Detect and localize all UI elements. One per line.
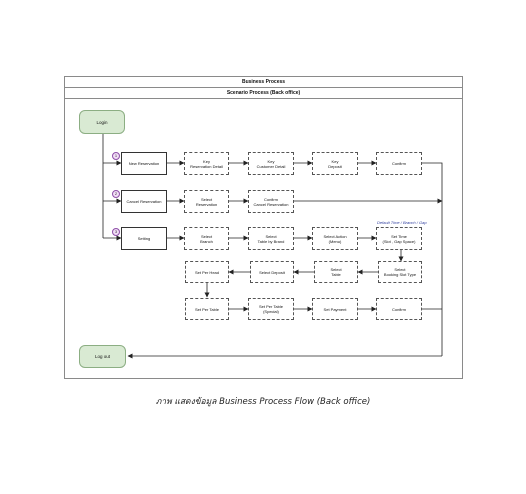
edge-r1-out <box>422 162 443 356</box>
node-select-branch: Select Branch <box>184 227 229 250</box>
node-select-deposit: Select Deposit <box>250 261 294 283</box>
node-setting: Setting <box>121 227 167 250</box>
diagram-frame: Business Process Scenario Process (Back … <box>64 76 463 379</box>
badge-3: 3 <box>112 228 120 236</box>
node-cancel-reservation: Cancel Reservation <box>121 190 167 213</box>
diagram-subtitle: Scenario Process (Back office) <box>65 88 462 99</box>
login-terminal: Login <box>79 110 125 134</box>
node-select-action: Select Action (Menu) <box>312 227 358 250</box>
node-set-payment: Set Payment <box>312 298 358 320</box>
node-select-reservation: Select Reservation <box>184 190 229 213</box>
node-key-customer-detail: Key Customer Detail <box>248 152 294 175</box>
default-time-note: Default Time / Branch / Gap <box>377 220 427 225</box>
node-new-reservation: New Reservation <box>121 152 167 175</box>
node-select-table: Select Table <box>314 261 358 283</box>
figure-caption: ภาพ แสดงข้อมูล Business Process Flow (Ba… <box>155 397 371 407</box>
node-confirm-cancel: Confirm Cancel Reservation <box>248 190 294 213</box>
badge-1: 1 <box>112 152 120 160</box>
node-set-per-table: Set Per Table <box>185 298 229 320</box>
node-select-table-by-brand: Select Table by Brand <box>248 227 294 250</box>
node-select-booking-slot-type: Select Booking Slot Type <box>378 261 422 283</box>
diagram-title: Business Process <box>65 77 462 88</box>
node-key-deposit: Key Deposit <box>312 152 358 175</box>
logout-terminal: Log out <box>79 345 126 368</box>
badge-2: 2 <box>112 190 120 198</box>
node-confirm-setting: Confirm <box>376 298 422 320</box>
node-confirm-reservation: Confirm <box>376 152 422 175</box>
node-set-time: Set Time (Slot , Gap Space) <box>376 227 422 250</box>
node-key-reservation-detail: Key Reservation Detail <box>184 152 229 175</box>
node-set-per-table-special: Set Per Table (Special) <box>248 298 294 320</box>
node-set-per-head: Set Per Head <box>185 261 229 283</box>
